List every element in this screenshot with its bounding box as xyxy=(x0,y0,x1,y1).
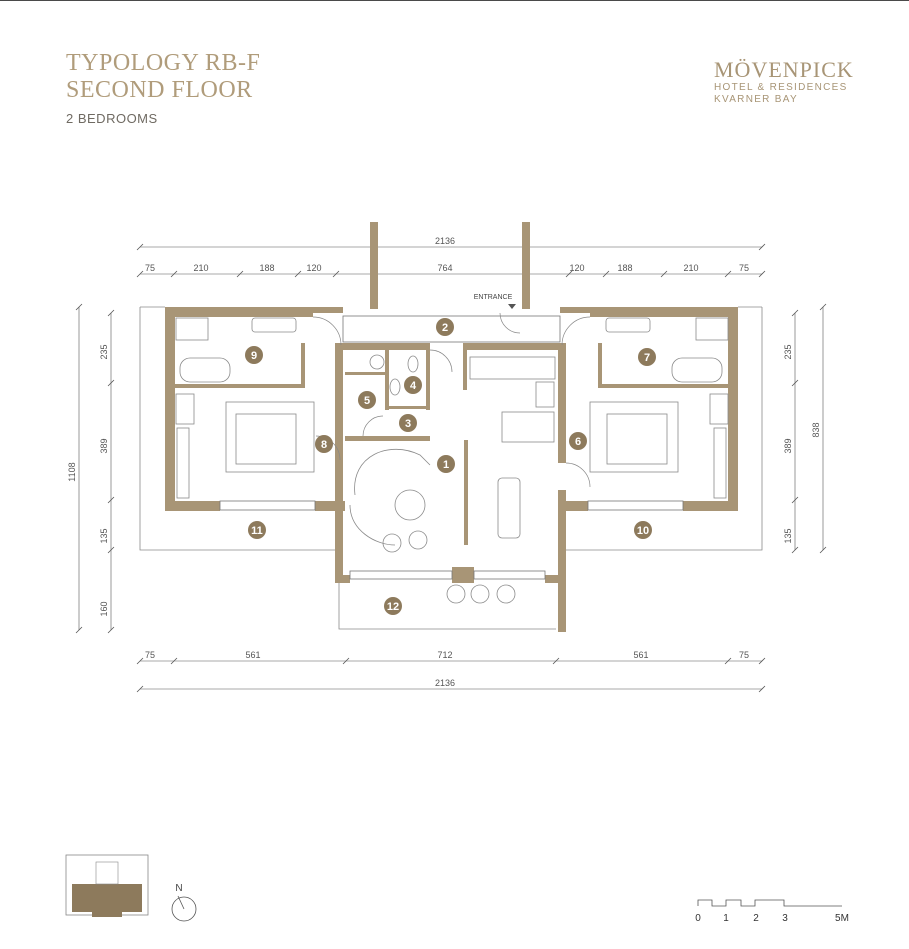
dimension-lines xyxy=(78,246,824,690)
dim-top-6: 120 xyxy=(569,263,584,273)
svg-text:8: 8 xyxy=(321,439,327,451)
scale-label-5m: 5M xyxy=(835,913,849,924)
dim-top-1: 75 xyxy=(145,263,155,273)
scale-bar: 0 1 2 3 5M xyxy=(695,899,849,924)
svg-text:9: 9 xyxy=(251,350,257,362)
room-badge-7: 7 xyxy=(638,348,656,366)
room-badge-4: 4 xyxy=(404,376,422,394)
dim-top-7: 188 xyxy=(617,263,632,273)
room-badges: 1 2 3 4 5 6 7 8 9 10 11 12 xyxy=(245,318,656,615)
room-badge-12: 12 xyxy=(384,597,402,615)
entrance-arrow-icon xyxy=(508,304,516,309)
room-badge-5: 5 xyxy=(358,391,376,409)
scale-label-0: 0 xyxy=(695,913,701,924)
svg-text:3: 3 xyxy=(405,418,411,430)
dim-left-4: 160 xyxy=(99,601,109,616)
dim-top-total: 2136 xyxy=(435,236,455,246)
bedrooms-subtitle: 2 BEDROOMS xyxy=(66,111,158,126)
title-line-1: TYPOLOGY RB-F xyxy=(66,50,261,76)
room-badge-1: 1 xyxy=(437,455,455,473)
dim-right-total: 838 xyxy=(811,422,821,437)
room-badge-3: 3 xyxy=(399,414,417,432)
room-badge-2: 2 xyxy=(436,318,454,336)
key-plan-thumbnail xyxy=(65,854,149,917)
scale-label-1: 1 xyxy=(723,913,729,924)
dim-bottom-4: 561 xyxy=(633,650,648,660)
room-badge-10: 10 xyxy=(634,521,652,539)
walls xyxy=(165,222,738,632)
scale-label-3: 3 xyxy=(782,913,788,924)
doors xyxy=(312,312,591,488)
dim-top-3: 188 xyxy=(259,263,274,273)
svg-text:11: 11 xyxy=(251,525,263,537)
room-badge-8: 8 xyxy=(315,435,333,453)
dim-right-1: 235 xyxy=(783,344,793,359)
dim-left-3: 135 xyxy=(99,528,109,543)
room-badge-6: 6 xyxy=(569,432,587,450)
north-arrow-icon: N xyxy=(171,883,197,922)
brand-line-2: KVARNER BAY xyxy=(714,94,798,105)
dim-right-2: 389 xyxy=(783,438,793,453)
title-line-2: SECOND FLOOR xyxy=(66,77,253,103)
room-badge-9: 9 xyxy=(245,346,263,364)
room-badge-11: 11 xyxy=(248,521,266,539)
dim-bottom-3: 712 xyxy=(437,650,452,660)
svg-text:4: 4 xyxy=(410,380,417,392)
dim-top-9: 75 xyxy=(739,263,749,273)
dim-top-8: 210 xyxy=(683,263,698,273)
brand-name: MÖVENPICK xyxy=(714,57,854,82)
dim-left-total: 1108 xyxy=(67,462,77,481)
furniture xyxy=(175,317,729,604)
dimension-ticks xyxy=(75,243,827,693)
dim-top-4: 120 xyxy=(306,263,321,273)
dim-bottom-2: 561 xyxy=(245,650,260,660)
dim-left-1: 235 xyxy=(99,344,109,359)
dim-left-2: 389 xyxy=(99,438,109,453)
dim-bottom-5: 75 xyxy=(739,650,749,660)
brand-logo: MÖVENPICK HOTEL & RESIDENCES KVARNER BAY xyxy=(714,58,854,106)
scale-label-2: 2 xyxy=(753,913,759,924)
dim-top-5: 764 xyxy=(437,263,452,273)
svg-text:2: 2 xyxy=(442,322,448,334)
svg-text:1: 1 xyxy=(443,459,449,471)
top-border-line xyxy=(0,0,909,1)
entrance-label: ENTRANCE xyxy=(474,294,513,301)
brand-line-1: HOTEL & RESIDENCES xyxy=(714,82,848,93)
north-label: N xyxy=(175,883,182,894)
windows xyxy=(219,315,684,580)
dim-top-2: 210 xyxy=(193,263,208,273)
svg-text:7: 7 xyxy=(644,352,650,364)
svg-text:5: 5 xyxy=(364,395,370,407)
svg-text:10: 10 xyxy=(637,525,649,537)
dim-right-3: 135 xyxy=(783,528,793,543)
dim-bottom-total: 2136 xyxy=(435,678,455,688)
svg-text:12: 12 xyxy=(387,601,399,613)
page-title: TYPOLOGY RB-F SECOND FLOOR xyxy=(66,50,260,104)
dim-bottom-1: 75 xyxy=(145,650,155,660)
svg-text:6: 6 xyxy=(575,436,581,448)
terrace-outlines xyxy=(139,306,763,630)
dimension-labels: 2136 75 210 188 120 764 120 188 210 75 7… xyxy=(67,236,821,688)
